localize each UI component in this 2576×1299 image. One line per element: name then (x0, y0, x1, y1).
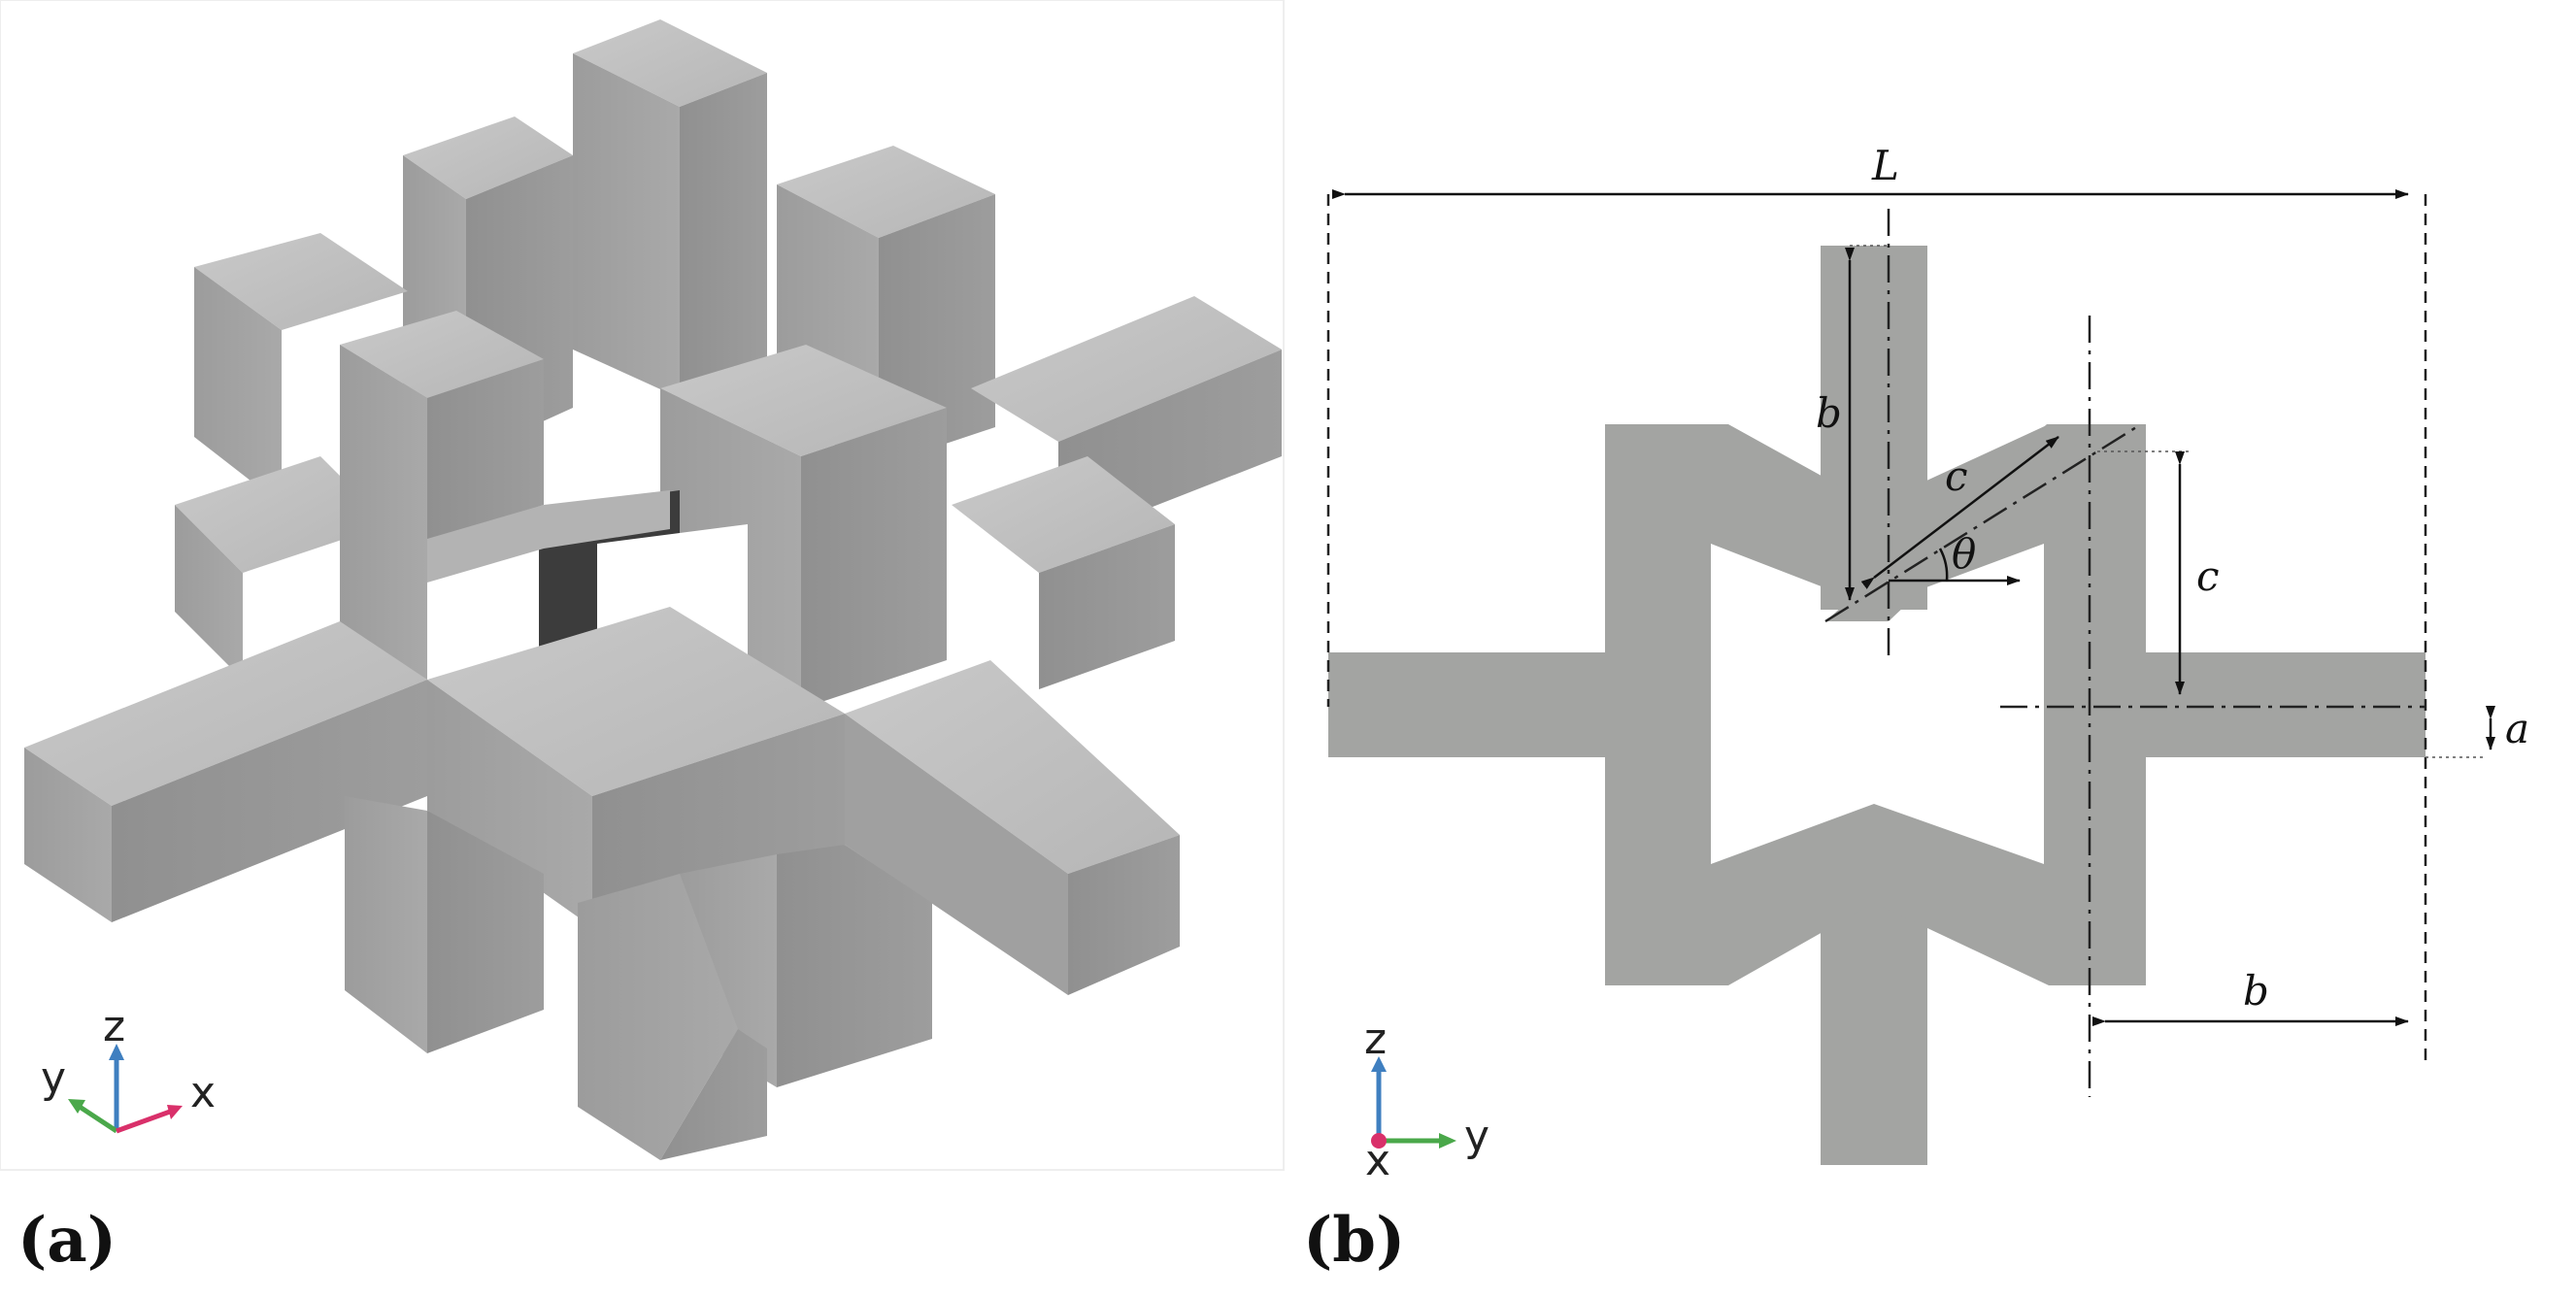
front-long-left-arm (24, 621, 427, 922)
caption-a: (a) (17, 1204, 117, 1277)
back-left-arm (194, 233, 408, 505)
z-axis-label: z (1364, 1015, 1387, 1064)
label-L: L (1871, 142, 1899, 189)
front-long-right-arm (845, 660, 1180, 995)
axis-triad-b: z y x (1364, 1015, 1489, 1185)
front-central-block (427, 607, 845, 927)
lower-left-pillar (345, 796, 544, 1053)
cross-section-diagram: L b c θ c a b z y x (1326, 142, 2529, 1185)
x-axis-arrow (116, 1109, 171, 1134)
boundary-lines (1326, 194, 2427, 1063)
cross-section-shape (1328, 246, 2425, 1165)
label-a: a (2505, 705, 2529, 752)
panel-b-cross-section: L b c θ c a b z y x (1301, 0, 2576, 1204)
y-axis-arrow (78, 1104, 118, 1134)
lattice-3d-rendering: z y x (0, 0, 1285, 1171)
leader-lines (1850, 245, 2486, 758)
panel-a-3d-view: z y x (0, 0, 1291, 1175)
front-upper-crossbar (427, 490, 670, 583)
mid-right-arm (952, 456, 1175, 689)
x-axis-dot (1371, 1133, 1387, 1149)
caption-b: (b) (1303, 1204, 1406, 1277)
x-axis-label: x (1365, 1136, 1390, 1185)
x-axis-label: x (190, 1068, 216, 1117)
mid-left-arm (175, 456, 388, 680)
label-b-top: b (1816, 389, 1842, 437)
central-top-pillar (573, 19, 767, 398)
label-c-diagonal: c (1945, 452, 1968, 500)
front-upper-left-column (340, 311, 544, 680)
label-c-right: c (2196, 552, 2220, 600)
y-axis-label: y (41, 1053, 66, 1103)
dimension-arrows (1332, 189, 2495, 1026)
z-axis-label: z (103, 1002, 125, 1051)
axis-triad-a: z y x (41, 1002, 216, 1134)
bottom-central-pillar (578, 874, 767, 1160)
dim-c-diagonal (1860, 436, 2059, 589)
label-b-bottom: b (2243, 967, 2269, 1015)
theta-arc (1938, 548, 1949, 582)
label-theta: θ (1952, 530, 1976, 578)
y-axis-label: y (1464, 1112, 1489, 1161)
